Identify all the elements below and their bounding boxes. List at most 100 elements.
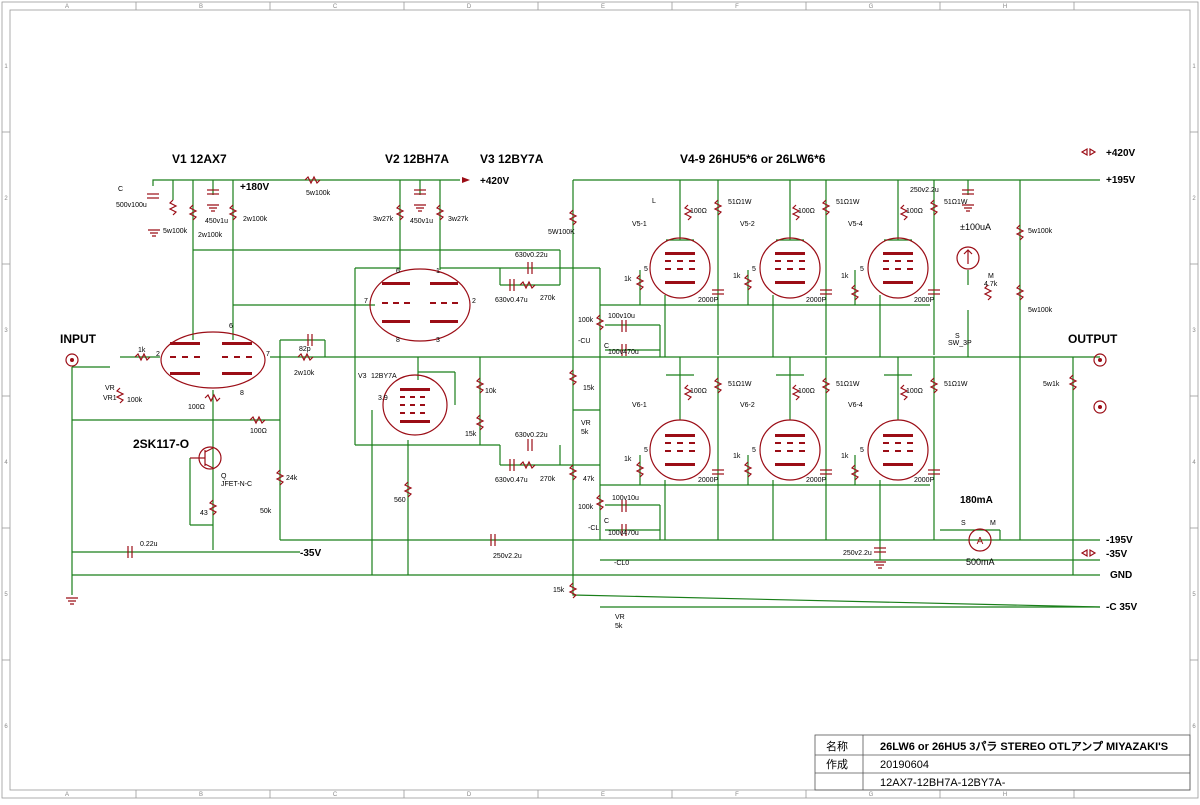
part-label: 50k xyxy=(260,508,272,515)
pin-number: 5 xyxy=(860,266,864,273)
part-label: 5w100k xyxy=(1028,228,1053,235)
part-label: 43 xyxy=(200,510,208,517)
rail-gnd: GND xyxy=(1110,570,1132,581)
part-label: 1k xyxy=(624,276,632,283)
pin-number: 8 xyxy=(240,390,244,397)
part-label: -CU xyxy=(578,338,590,345)
part-label: JFET-N-C xyxy=(221,481,252,488)
rail-p420-mid: +420V xyxy=(480,176,510,187)
col-letter: E xyxy=(601,792,605,798)
title-subtitle: 12AX7-12BH7A-12BY7A- xyxy=(880,777,1006,789)
row-number: 4 xyxy=(4,460,8,466)
part-label: 2000P xyxy=(698,297,719,304)
part-label: 82p xyxy=(299,346,311,353)
part-label: 1k xyxy=(841,273,849,280)
title-date-label: 作成 xyxy=(826,758,848,771)
col-letter: F xyxy=(735,792,739,798)
part-label: 15k xyxy=(465,431,477,438)
part-label: 100Ω xyxy=(798,388,815,395)
title-date-value: 20190604 xyxy=(880,759,929,771)
output-jack-bottom[interactable] xyxy=(1093,400,1107,414)
row-number: 5 xyxy=(1192,592,1196,598)
col-letter: H xyxy=(1003,792,1007,798)
part-label: 2000P xyxy=(698,477,719,484)
pin-number: 3 xyxy=(436,337,440,344)
part-label: L xyxy=(652,198,656,205)
row-number: 2 xyxy=(4,196,8,202)
row-number: 1 xyxy=(4,64,8,70)
part-label: 5w100k xyxy=(1028,307,1053,314)
part-label: 630v0.47u xyxy=(495,477,528,484)
output-jack-top[interactable] xyxy=(1093,353,1107,367)
frame-column-letters: A B C D E F G H A B C D E F G H xyxy=(65,4,1007,798)
heading-fet: 2SK117-O xyxy=(133,437,189,451)
part-label: VR1 xyxy=(103,395,117,402)
row-number: 6 xyxy=(4,724,8,730)
wires xyxy=(71,179,1101,608)
rail-labels: +180V +420V +420V +195V -195V -35V -35V … xyxy=(240,148,1137,613)
part-label: V5-2 xyxy=(740,221,755,228)
tube-v6-1 xyxy=(649,419,711,481)
part-label: 100Ω xyxy=(906,208,923,215)
part-label: 5W100K xyxy=(548,229,575,236)
part-label: SW_3P xyxy=(948,340,972,347)
part-label: 1k xyxy=(841,453,849,460)
part-label: 15k xyxy=(553,587,565,594)
row-number: 4 xyxy=(1192,460,1196,466)
svg-text:A: A xyxy=(977,536,984,547)
input-jack[interactable] xyxy=(65,353,79,367)
part-label: 100Ω xyxy=(690,388,707,395)
part-label: 12BY7A xyxy=(371,373,397,380)
part-label: 100v470u xyxy=(608,530,639,537)
col-letter: D xyxy=(467,792,472,798)
col-letter: F xyxy=(735,4,739,10)
part-label: 2000P xyxy=(806,297,827,304)
part-label: 51Ω1W xyxy=(728,381,752,388)
part-label: VR xyxy=(615,614,625,621)
tube-v6-2 xyxy=(759,419,821,481)
part-label: 4.7k xyxy=(984,281,998,288)
part-label: 100Ω xyxy=(798,208,815,215)
part-label: 5k xyxy=(615,623,623,630)
rail-m195: -195V xyxy=(1106,535,1133,546)
part-label: 5w100k xyxy=(163,228,188,235)
part-label: 10k xyxy=(485,388,497,395)
part-label: 5w1k xyxy=(1043,381,1060,388)
part-label: 630v0.22u xyxy=(515,432,548,439)
capacitor-symbols xyxy=(127,189,974,558)
part-label: V3 xyxy=(358,373,367,380)
part-label: C xyxy=(118,186,123,193)
part-label: 630v0.22u xyxy=(515,252,548,259)
section-headings: V1 12AX7 V2 12BH7A V3 12BY7A V4-9 26HU5*… xyxy=(60,152,1118,451)
part-label: C xyxy=(604,518,609,525)
part-label: 100k xyxy=(578,504,594,511)
pin-number: 6 xyxy=(396,268,400,275)
part-label: 250v2.2u xyxy=(843,550,872,557)
part-label: 5k xyxy=(581,429,589,436)
tube-v1 xyxy=(160,331,266,389)
col-letter: A xyxy=(65,4,69,10)
part-label: -CL xyxy=(588,525,599,532)
jfet-symbol xyxy=(190,446,222,470)
part-label: VR xyxy=(581,420,591,427)
part-label: 1k xyxy=(138,347,146,354)
col-letter: G xyxy=(869,792,874,798)
row-number: 2 xyxy=(1192,196,1196,202)
part-label: 1k xyxy=(624,456,632,463)
pin-number: 5 xyxy=(644,447,648,454)
part-label: V5-4 xyxy=(848,221,863,228)
part-label: 100Ω xyxy=(690,208,707,215)
row-number: 1 xyxy=(1192,64,1196,70)
part-label: 270k xyxy=(540,295,556,302)
tube-v5-1 xyxy=(649,237,711,299)
rail-p180: +180V xyxy=(240,182,270,193)
part-label: 5w100k xyxy=(306,190,331,197)
row-number: 3 xyxy=(1192,328,1196,334)
rail-mc35: -C 35V xyxy=(1106,602,1137,613)
part-label: 100k xyxy=(578,317,594,324)
part-label: 250v2.2u xyxy=(910,187,939,194)
part-label: 500mA xyxy=(966,557,995,567)
part-label: 500v100u xyxy=(116,202,147,209)
